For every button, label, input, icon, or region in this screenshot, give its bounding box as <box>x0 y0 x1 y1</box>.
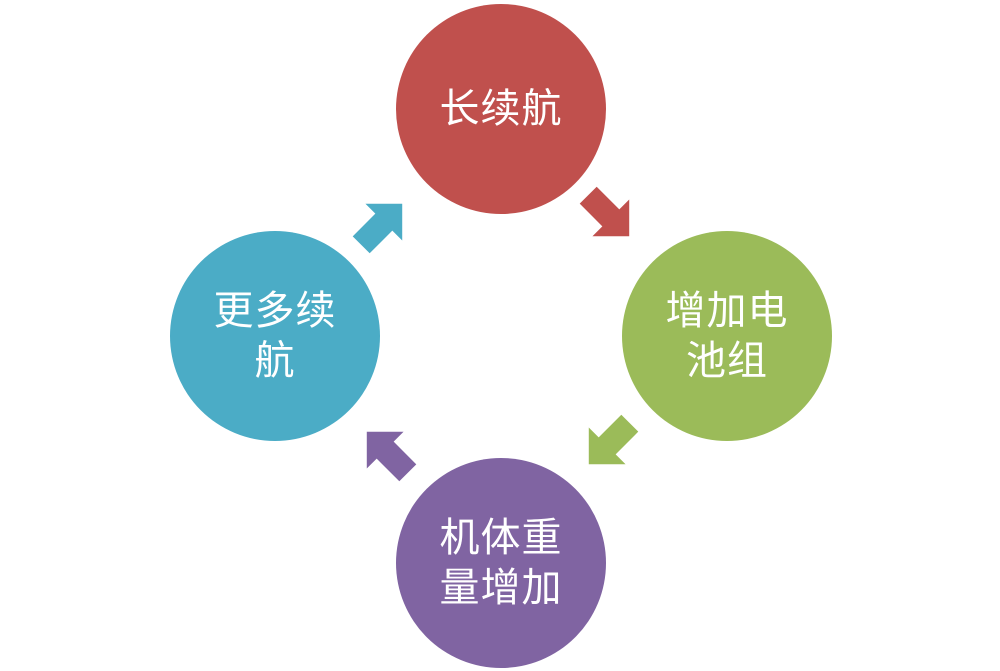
arrow-right-to-bottom <box>588 414 639 465</box>
arrow-left-to-top <box>352 203 403 254</box>
node-label: 更多续航 <box>213 288 337 384</box>
arrow-shape <box>579 186 630 237</box>
node-label: 长续航 <box>439 86 563 132</box>
arrow-shape <box>588 414 639 465</box>
arrow-top-to-right <box>579 186 630 237</box>
arrow-bottom-to-left <box>366 431 417 482</box>
node-long-endurance: 长续航 <box>396 4 606 214</box>
node-label: 增加电池组 <box>665 288 789 384</box>
node-weight-increase: 机体重量增加 <box>396 458 606 668</box>
node-add-battery-pack: 增加电池组 <box>622 231 832 441</box>
node-more-endurance: 更多续航 <box>170 231 380 441</box>
arrow-shape <box>366 431 417 482</box>
arrow-shape <box>352 203 403 254</box>
node-label: 机体重量增加 <box>439 515 563 611</box>
